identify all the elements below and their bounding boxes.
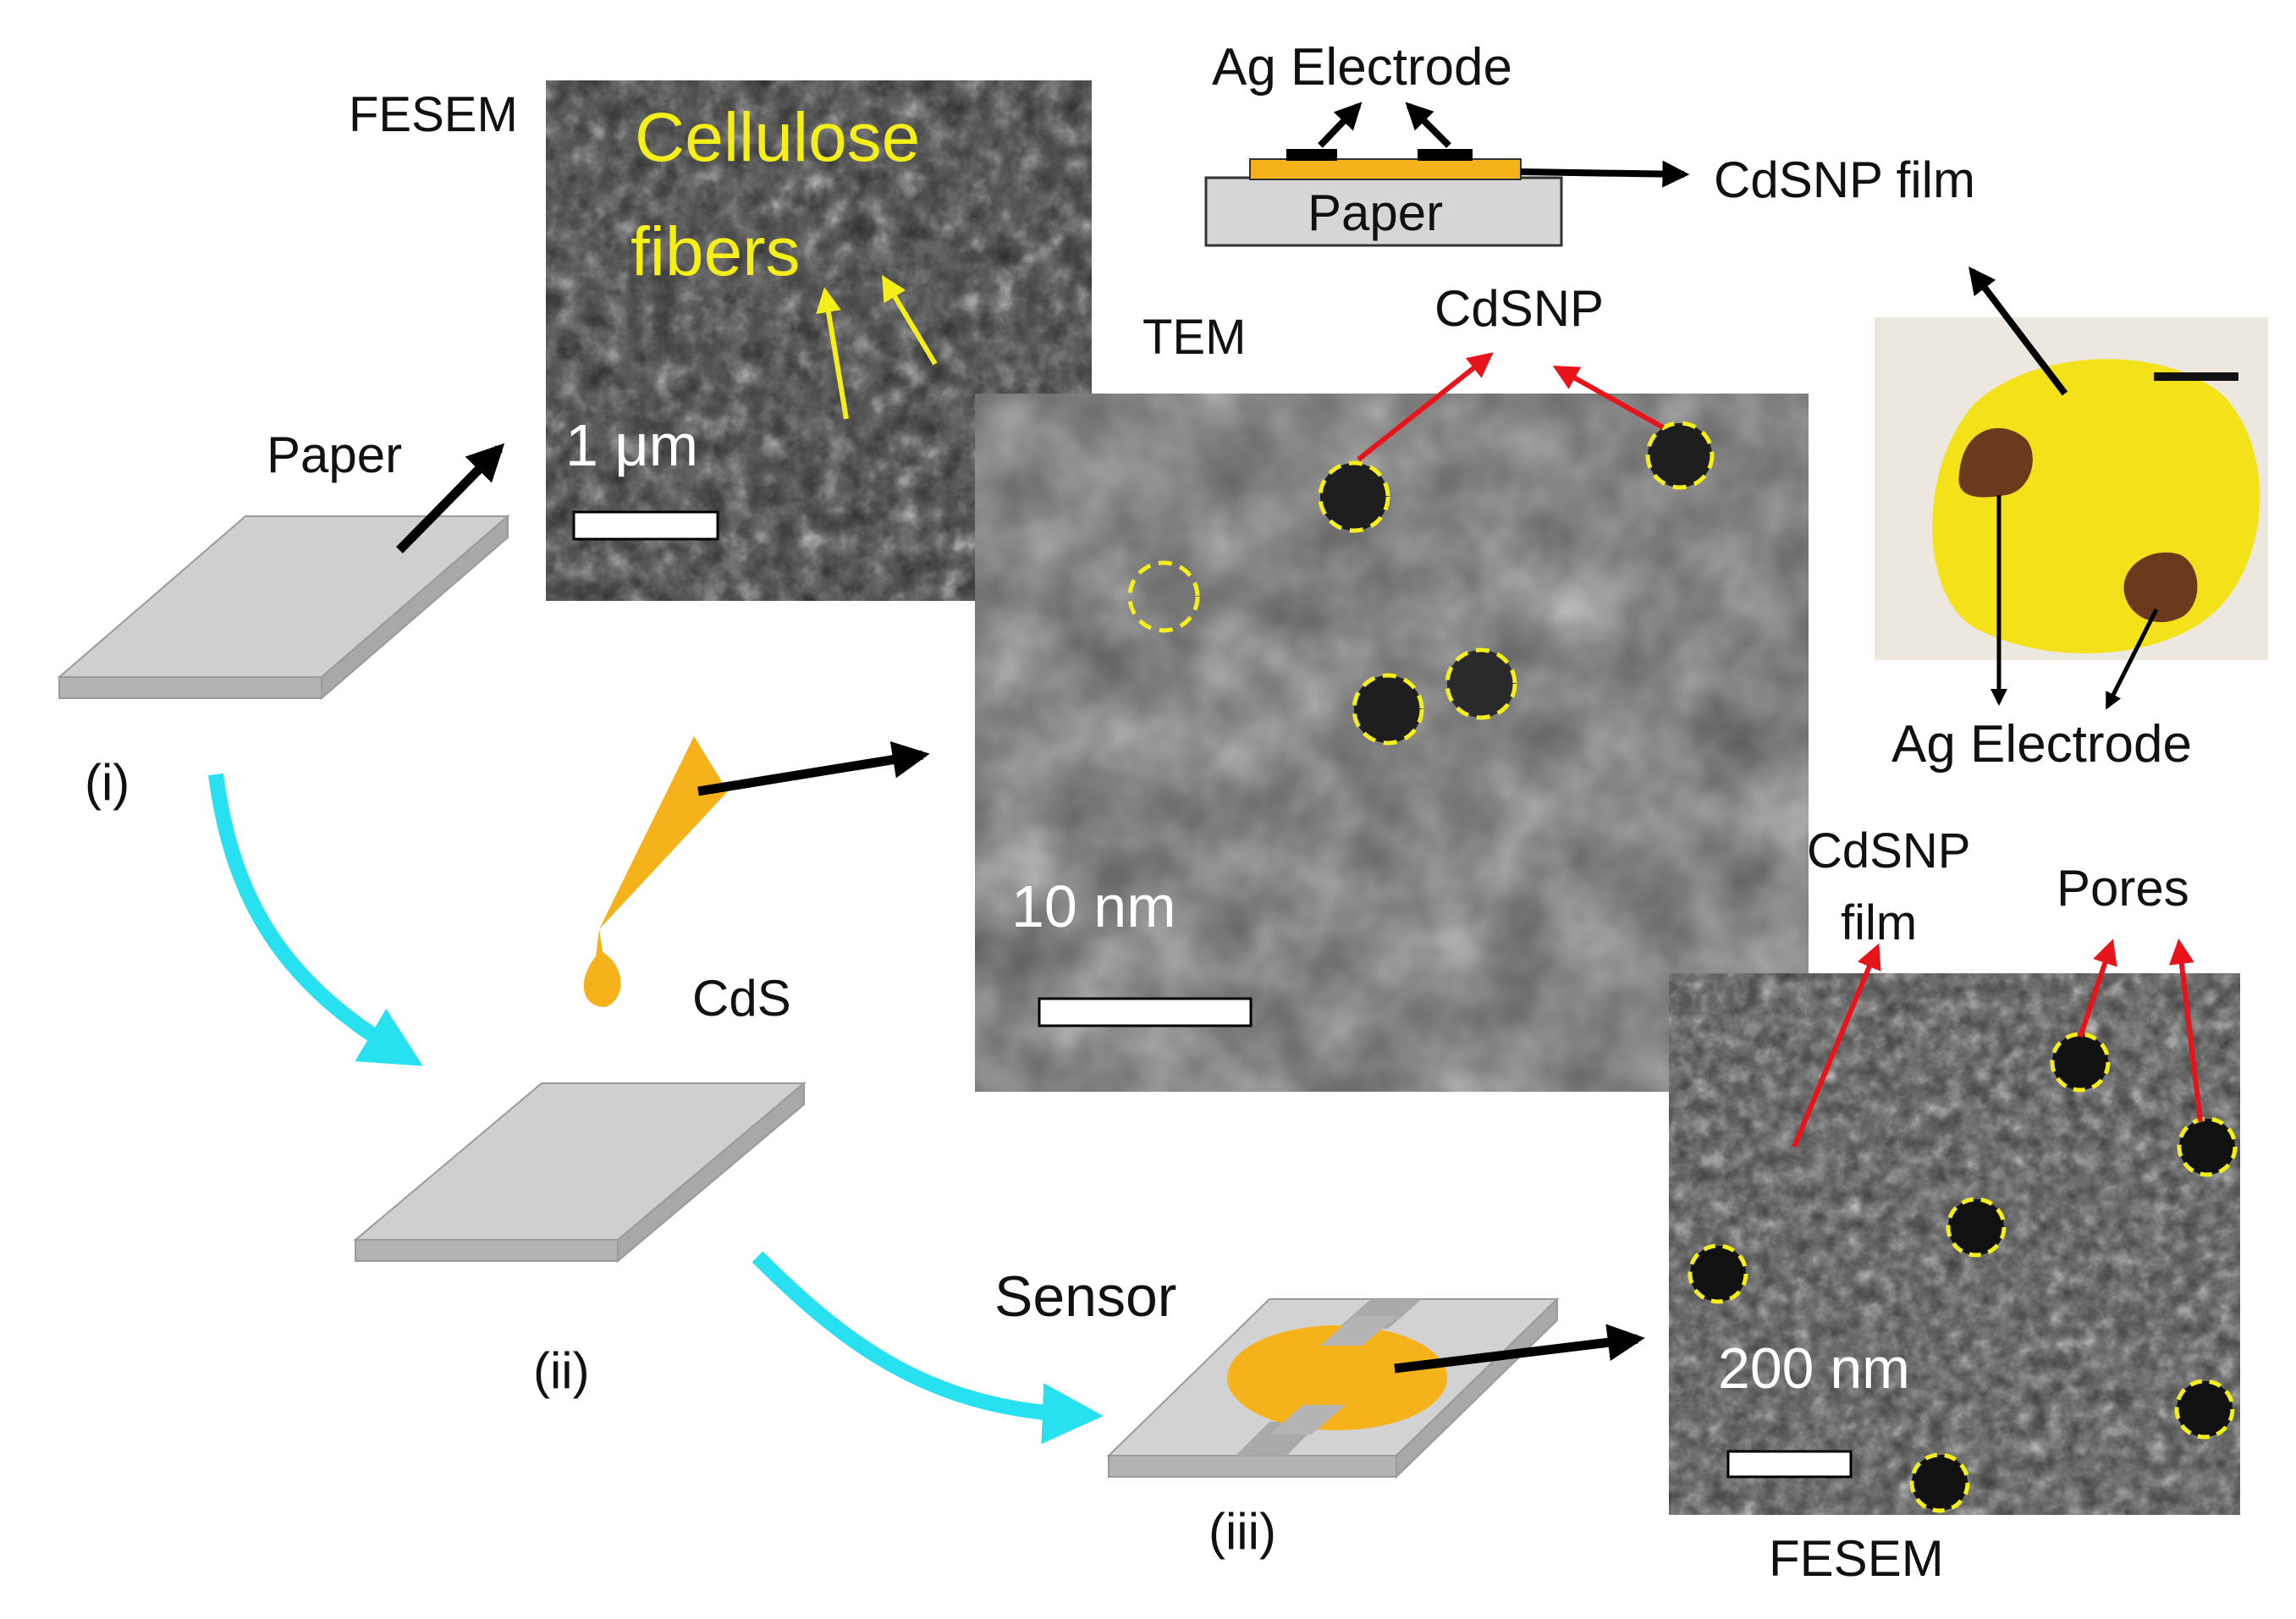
tem-scale-bar <box>1038 997 1253 1027</box>
tem-particle-label: CdSNP <box>1434 280 1604 337</box>
tem-scale-label: 10 nm <box>1011 873 1176 939</box>
photo-electrode-label: Ag Electrode <box>1891 715 2192 774</box>
flow-arrow-ii-to-iii <box>752 1251 1104 1445</box>
fesem-bottom-pores-label: Pores <box>2056 860 2189 917</box>
fesem-top-title: FESEM <box>349 87 518 142</box>
schematic-electrode-pointer-right <box>1405 102 1451 148</box>
fesem-bottom-title: FESEM <box>1769 1530 1944 1587</box>
tem-title: TEM <box>1142 310 1246 365</box>
sensor-to-fesem-arrow <box>1394 1324 1645 1374</box>
fesem-top-scale-label: 1 μm <box>565 412 698 478</box>
fesem-bottom-scale-bar <box>1726 1450 1853 1479</box>
tem-particle-pointer-left <box>1357 352 1494 462</box>
paper-substrate-ii <box>353 1081 807 1264</box>
schematic-electrode-pointer-left <box>1318 102 1363 148</box>
fesem-pore-pointer-left <box>2078 939 2117 1038</box>
cellulose-annotation-line1: Cellulose <box>635 99 920 176</box>
photo-electrode-pointer-right <box>2105 608 2159 710</box>
tem-particle-pointer-right <box>1552 366 1665 430</box>
photo-to-schematic-arrow <box>1968 266 2068 396</box>
fesem-bottom-film-label-line1: CdSNP <box>1807 823 1970 878</box>
cds-to-tem-arrow <box>697 741 930 796</box>
paper-label: Paper <box>267 427 402 483</box>
sensor-label: Sensor <box>994 1264 1176 1329</box>
tem-particle-markers <box>1127 421 1715 746</box>
fesem-film-pointer <box>1792 943 1881 1148</box>
schematic-film-label: CdSNP film <box>1714 151 1975 208</box>
step-iii-label: (iii) <box>1209 1503 1276 1560</box>
device-cross-section <box>1204 149 1563 247</box>
schematic-electrode-label: Ag Electrode <box>1212 38 1512 96</box>
fesem-top-scale-bar <box>572 510 719 541</box>
fesem-pore-markers <box>1688 1032 2238 1513</box>
sensor-device-iii <box>1106 1297 1560 1479</box>
paper-substrate-i <box>57 514 510 701</box>
fiber-pointer-arrow-1 <box>816 287 849 420</box>
fesem-pore-pointer-right <box>2168 939 2203 1122</box>
fiber-pointer-arrow-2 <box>881 274 938 366</box>
sensor-photo <box>1875 317 2268 660</box>
schematic-film-pointer <box>1520 160 1690 188</box>
cellulose-annotation-line2: fibers <box>630 213 801 290</box>
step-ii-label: (ii) <box>533 1342 590 1399</box>
fesem-bottom-scale-label: 200 nm <box>1718 1336 1910 1401</box>
cds-label: CdS <box>692 970 791 1027</box>
step-i-label: (i) <box>85 754 129 811</box>
fesem-bottom-film-label-line2: film <box>1841 895 1917 950</box>
schematic-paper-label: Paper <box>1308 184 1443 241</box>
paper-to-fesem-arrow <box>396 443 505 553</box>
cds-pipette-icon <box>583 736 728 1007</box>
flow-arrow-i-to-ii <box>208 773 423 1066</box>
